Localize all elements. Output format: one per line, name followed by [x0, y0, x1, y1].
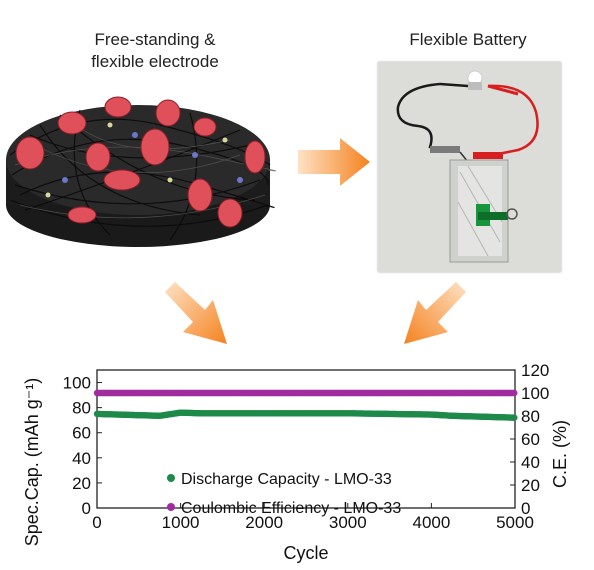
tick-label-left: 0 — [82, 499, 91, 518]
battery-photo-drawing — [378, 62, 561, 272]
tick-label-right: 100 — [521, 384, 549, 403]
cycling-chart: 0 20 40 60 80 100 0 20 40 60 80 100 120 0 1000 2000 30… — [22, 361, 570, 563]
battery-caption: Flexible Battery — [409, 30, 527, 49]
electrode-caption: Free-standing & flexible electrode — [40, 29, 270, 73]
tick-label-x: 2000 — [245, 513, 283, 532]
tick-label-right: 60 — [521, 430, 540, 449]
tick-label-right: 120 — [521, 361, 549, 380]
y-axis-label-left: Spec.Cap. (mAh g⁻¹) — [22, 378, 42, 547]
down-right-arrow-icon — [165, 282, 227, 344]
data-point — [511, 389, 518, 397]
tick-label-right: 80 — [521, 407, 540, 426]
legend: Discharge Capacity - LMO-33 Coulombic Ef… — [167, 471, 401, 517]
electrode-caption-line1: Free-standing & — [94, 30, 216, 49]
x-axis-ticks: 0 1000 2000 3000 4000 5000 — [92, 503, 534, 532]
left-axis-ticks: 0 20 40 60 80 100 — [63, 374, 102, 518]
data-point — [511, 414, 518, 421]
legend-marker-discharge — [167, 474, 175, 482]
series-coulombic-efficiency — [93, 389, 518, 397]
tick-label-right: 0 — [521, 499, 530, 518]
tick-label-right: 40 — [521, 453, 540, 472]
series-discharge-capacity — [93, 409, 518, 421]
y-axis-label-right: C.E. (%) — [550, 420, 570, 488]
tick-label-x: 4000 — [412, 513, 450, 532]
series-layer — [93, 389, 518, 421]
flexible-battery-photo — [378, 62, 561, 272]
tick-label-left: 80 — [72, 399, 91, 418]
tick-label-left: 40 — [72, 449, 91, 468]
tick-label-left: 100 — [63, 374, 91, 393]
tick-label-left: 20 — [72, 474, 91, 493]
right-arrow-icon — [298, 138, 370, 186]
tick-label-x: 1000 — [162, 513, 200, 532]
tick-label-x: 0 — [92, 513, 101, 532]
right-axis-ticks: 0 20 40 60 80 100 120 — [510, 361, 549, 518]
legend-label-discharge: Discharge Capacity - LMO-33 — [181, 471, 392, 488]
down-left-arrow-icon — [404, 282, 466, 344]
electrode-illustration — [6, 96, 276, 247]
tick-label-x: 3000 — [329, 513, 367, 532]
tick-label-left: 60 — [72, 424, 91, 443]
x-axis-label: Cycle — [283, 543, 328, 563]
tick-label-right: 20 — [521, 476, 540, 495]
legend-label-coulombic: Coulombic Efficiency - LMO-33 — [181, 500, 401, 517]
electrode-caption-line2: flexible electrode — [91, 52, 219, 71]
legend-marker-coulombic — [167, 503, 175, 511]
tick-label-x: 5000 — [496, 513, 534, 532]
